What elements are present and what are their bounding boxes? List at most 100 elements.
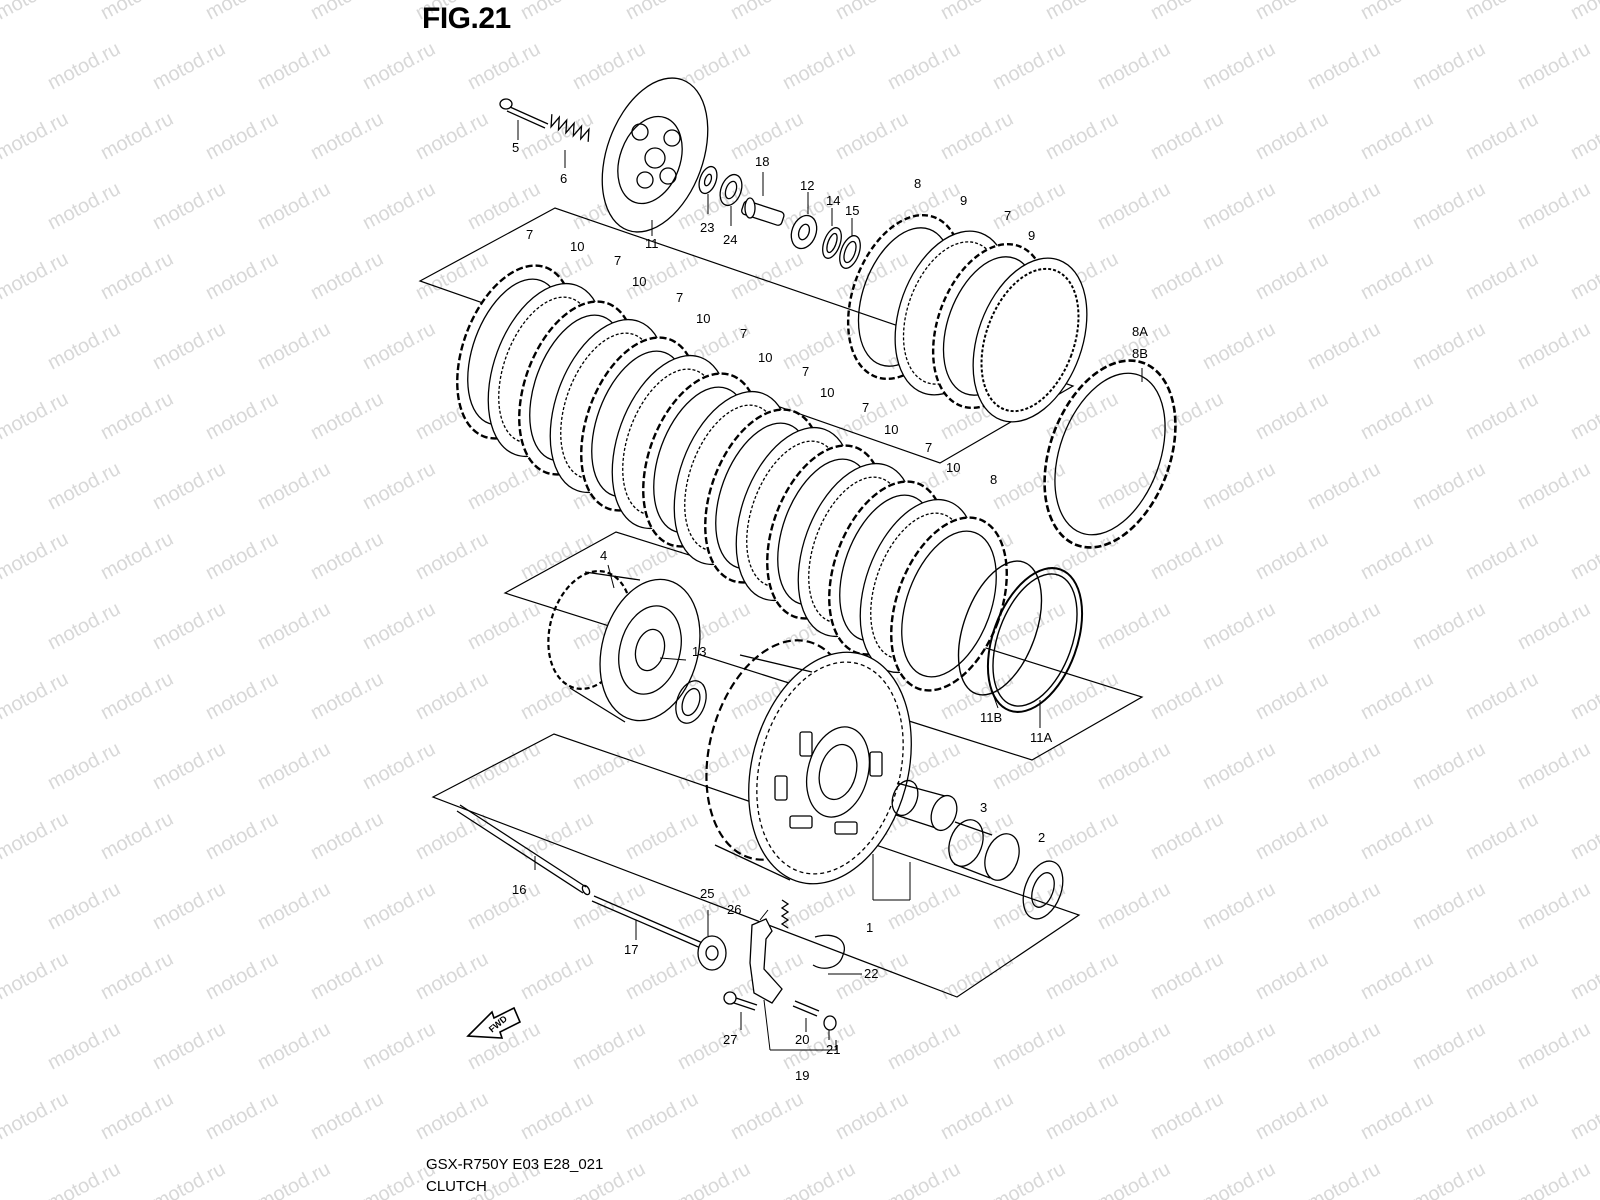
washer-14 (822, 227, 842, 259)
pressure-plate-assembly (499, 77, 861, 269)
clutch-hub-4 (547, 570, 701, 723)
watermark-text: motod.ru (1199, 318, 1279, 374)
watermark-text: motod.ru (1357, 948, 1437, 1004)
watermark-text: motod.ru (44, 38, 124, 94)
upper-plate-stack (846, 213, 1088, 423)
main-plate-stack (456, 264, 1008, 692)
watermark-text: motod.ru (359, 598, 439, 654)
rod-18 (741, 197, 785, 226)
watermark-text: motod.ru (1409, 318, 1489, 374)
pressure-plate-11 (601, 77, 709, 233)
watermark-text: motod.ru (1304, 738, 1384, 794)
watermark-text: motod.ru (1252, 528, 1332, 584)
callout-c7_5: 7 (802, 364, 809, 379)
callout-labels: 561123241812141589798A8B7107107107107107… (512, 140, 1148, 1083)
watermark-text: motod.ru (727, 0, 807, 24)
watermark-text: motod.ru (937, 1088, 1017, 1144)
watermark-text: motod.ru (254, 318, 334, 374)
watermark-text: motod.ru (1252, 668, 1332, 724)
watermark-text: motod.ru (1409, 878, 1489, 934)
watermark-text: motod.ru (464, 878, 544, 934)
watermark-text: motod.ru (44, 178, 124, 234)
watermark-text: motod.ru (622, 1088, 702, 1144)
nut-21 (823, 1015, 837, 1031)
watermark-text: motod.ru (202, 388, 282, 444)
watermark-text: motod.ru (1199, 1158, 1279, 1200)
watermark-text: motod.ru (1252, 0, 1332, 24)
watermark-text: motod.ru (254, 878, 334, 934)
needle-bearing-3 (948, 819, 1020, 881)
watermark-text: motod.ru (1147, 1088, 1227, 1144)
watermark-text: motod.ru (44, 878, 124, 934)
push-rod-16 (456, 804, 591, 896)
watermark-text: motod.ru (884, 1158, 964, 1200)
watermark-text: motod.ru (202, 808, 282, 864)
watermark-text: motod.ru (1304, 458, 1384, 514)
watermark-text: motod.ru (1147, 948, 1227, 1004)
watermark-text: motod.ru (0, 1088, 72, 1144)
watermark-text: motod.ru (832, 108, 912, 164)
callout-c9a: 9 (960, 193, 967, 208)
watermark-text: motod.ru (884, 1018, 964, 1074)
watermark-text: motod.ru (1304, 1158, 1384, 1200)
watermark-text: motod.ru (1462, 388, 1542, 444)
watermark-text: motod.ru (1199, 878, 1279, 934)
watermark-text: motod.ru (1514, 38, 1594, 94)
watermark-text: motod.ru (779, 878, 859, 934)
watermark-text: motod.ru (149, 458, 229, 514)
callout-c20: 20 (795, 1032, 809, 1047)
watermark-text: motod.ru (1567, 808, 1600, 864)
fwd-arrow: FWD (466, 1006, 522, 1039)
callout-c11A: 11A (1030, 730, 1052, 745)
watermark-text: motod.ru (1567, 1088, 1600, 1144)
watermark-text: motod.ru (1199, 38, 1279, 94)
watermark-text: motod.ru (569, 1018, 649, 1074)
watermark-text: motod.ru (1567, 248, 1600, 304)
watermark-text: motod.ru (1304, 1018, 1384, 1074)
watermark-text: motod.ru (1042, 948, 1122, 1004)
watermark-text: motod.ru (1252, 948, 1332, 1004)
watermark-text: motod.ru (779, 38, 859, 94)
callout-c4: 4 (600, 548, 607, 563)
watermark-text: motod.ru (727, 248, 807, 304)
callout-c27: 27 (723, 1032, 737, 1047)
callout-c7_3: 7 (676, 290, 683, 305)
watermark-text: motod.ru (1042, 528, 1122, 584)
watermark-text: motod.ru (1094, 38, 1174, 94)
watermark-text: motod.ru (569, 878, 649, 934)
watermark-text: motod.ru (1409, 458, 1489, 514)
watermark-text: motod.ru (674, 1018, 754, 1074)
watermark-text: motod.ru (307, 948, 387, 1004)
watermark-text: motod.ru (884, 878, 964, 934)
watermark-text: motod.ru (1357, 108, 1437, 164)
watermark-text: motod.ru (884, 38, 964, 94)
watermark-text: motod.ru (202, 1088, 282, 1144)
callout-c1: 1 (866, 920, 873, 935)
watermark-text: motod.ru (1514, 318, 1594, 374)
watermark-text: motod.ru (44, 598, 124, 654)
watermark-text: motod.ru (149, 38, 229, 94)
watermark-text: motod.ru (254, 598, 334, 654)
watermark-text: motod.ru (937, 0, 1017, 24)
watermark-text: motod.ru (989, 458, 1069, 514)
watermark-text: motod.ru (1304, 318, 1384, 374)
watermark-text: motod.ru (1567, 388, 1600, 444)
watermark-text: motod.ru (1409, 38, 1489, 94)
watermark-text: motod.ru (1042, 0, 1122, 24)
watermark-text: motod.ru (1514, 738, 1594, 794)
watermark-text: motod.ru (359, 1018, 439, 1074)
watermark-text: motod.ru (1147, 108, 1227, 164)
clip-22 (812, 934, 845, 969)
thrust-washer-2 (1022, 860, 1064, 920)
watermark-text: motod.ru (359, 318, 439, 374)
spring-26 (780, 899, 790, 929)
watermark-text: motod.ru (1357, 0, 1437, 24)
watermark-text: motod.ru (517, 1088, 597, 1144)
watermark-text: motod.ru (0, 0, 72, 24)
watermark-text: motod.ru (1514, 878, 1594, 934)
watermark-text: motod.ru (254, 458, 334, 514)
callout-c13: 13 (692, 644, 706, 659)
watermark-text: motod.ru (1514, 1158, 1594, 1200)
watermark-text: motod.ru (1409, 738, 1489, 794)
watermark-text: motod.ru (1199, 598, 1279, 654)
